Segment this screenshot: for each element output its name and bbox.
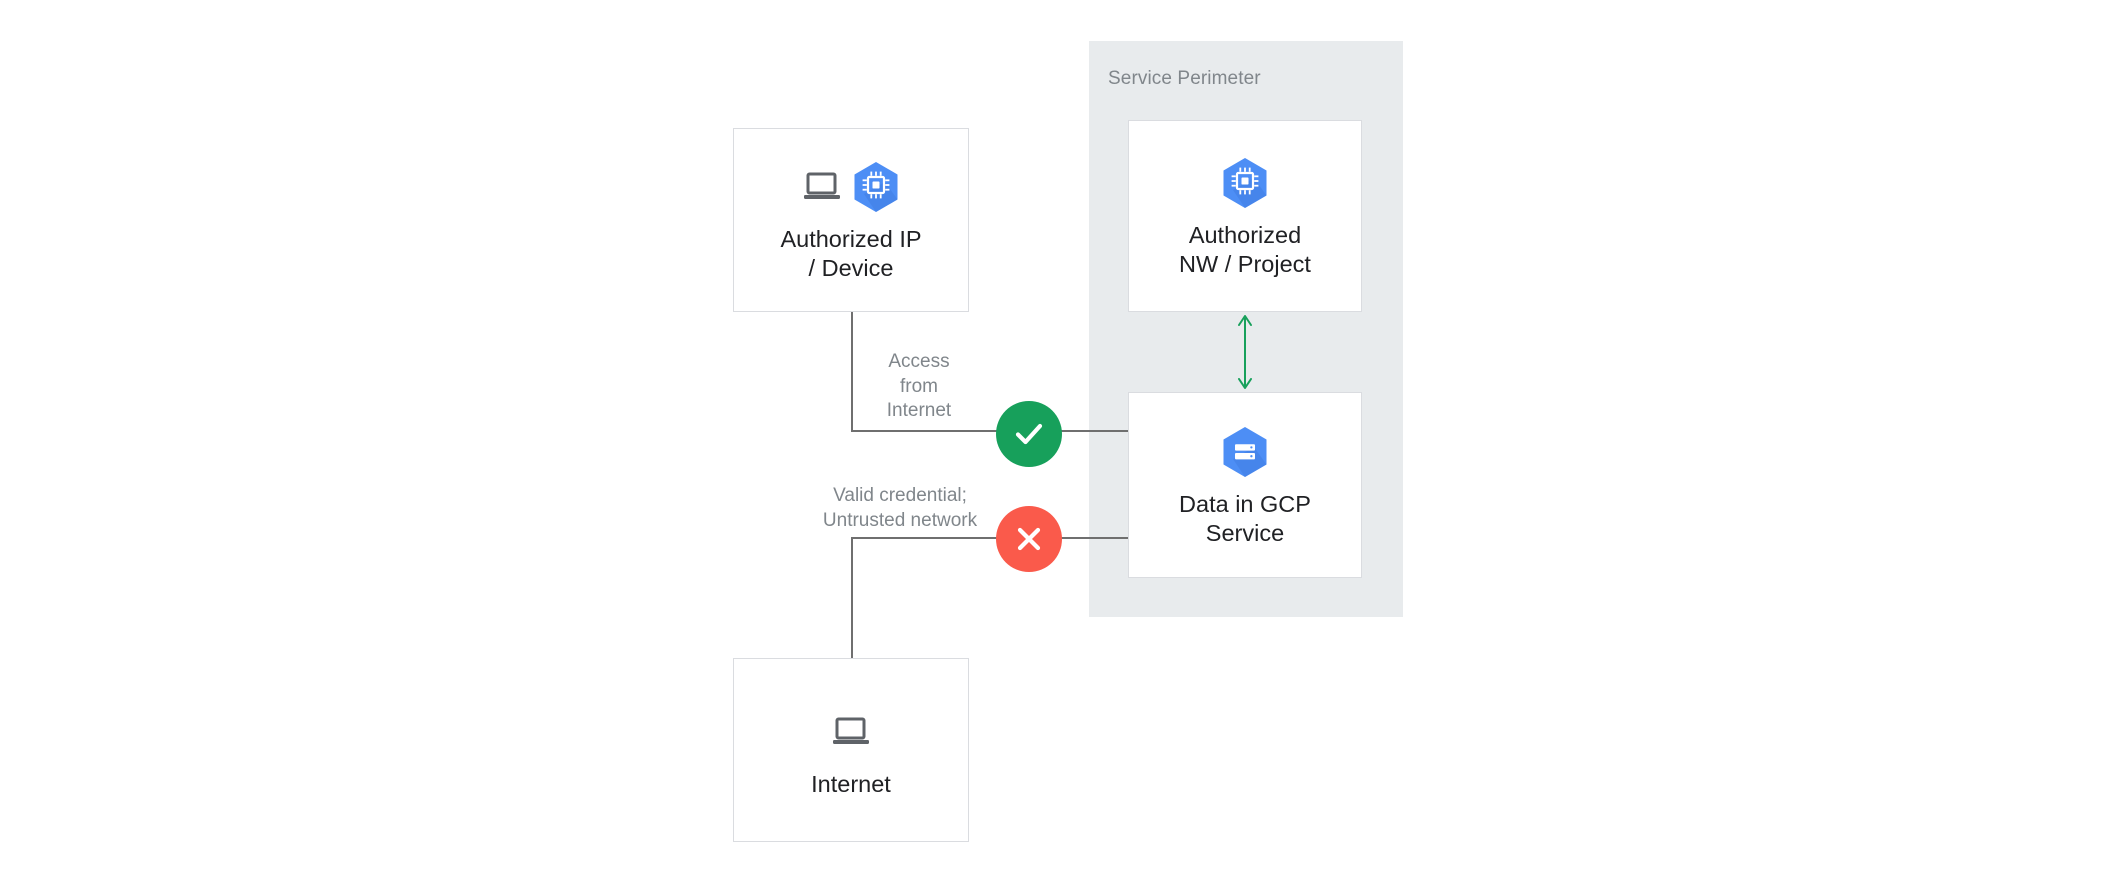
node-icons: [1221, 422, 1269, 482]
laptop-icon: [803, 172, 840, 199]
close-icon: [1017, 527, 1041, 551]
node-data-in-gcp-service[interactable]: Data in GCP Service: [1128, 392, 1362, 578]
connector-allow-to-data: [1055, 430, 1128, 432]
gcp-compute-hexagon-icon: [1223, 158, 1267, 208]
node-internet[interactable]: Internet: [733, 658, 969, 842]
node-authorized-nw-project[interactable]: Authorized NW / Project: [1128, 120, 1362, 312]
service-perimeter-label: Service Perimeter: [1108, 68, 1261, 89]
node-icons: [1221, 153, 1269, 213]
connector-deny-to-data: [1055, 537, 1128, 539]
node-icons: [803, 157, 900, 217]
status-badge-allowed[interactable]: [996, 401, 1062, 467]
node-icons: [832, 702, 870, 762]
node-authorized-ip-device[interactable]: Authorized IP / Device: [733, 128, 969, 312]
gcp-compute-hexagon-icon: [854, 162, 897, 212]
node-label: Internet: [811, 770, 891, 797]
connector-device-horizontal: [851, 430, 1003, 432]
edge-label-allowed: Access from Internet: [886, 351, 952, 421]
check-icon: [1015, 423, 1043, 445]
node-label: Data in GCP Service: [1179, 491, 1311, 546]
connector-device-vertical: [851, 312, 853, 432]
status-badge-denied[interactable]: [996, 506, 1062, 572]
gcp-database-hexagon-icon: [1223, 427, 1267, 477]
connector-internet-horizontal: [851, 537, 1003, 539]
perimeter-double-arrow-icon: [1238, 315, 1252, 389]
edge-label-denied: Valid credential; Untrusted network: [822, 485, 978, 531]
node-label: Authorized IP / Device: [780, 226, 922, 281]
node-label: Authorized NW / Project: [1179, 222, 1311, 277]
connector-internet-vertical: [851, 537, 853, 658]
laptop-icon: [833, 717, 869, 744]
